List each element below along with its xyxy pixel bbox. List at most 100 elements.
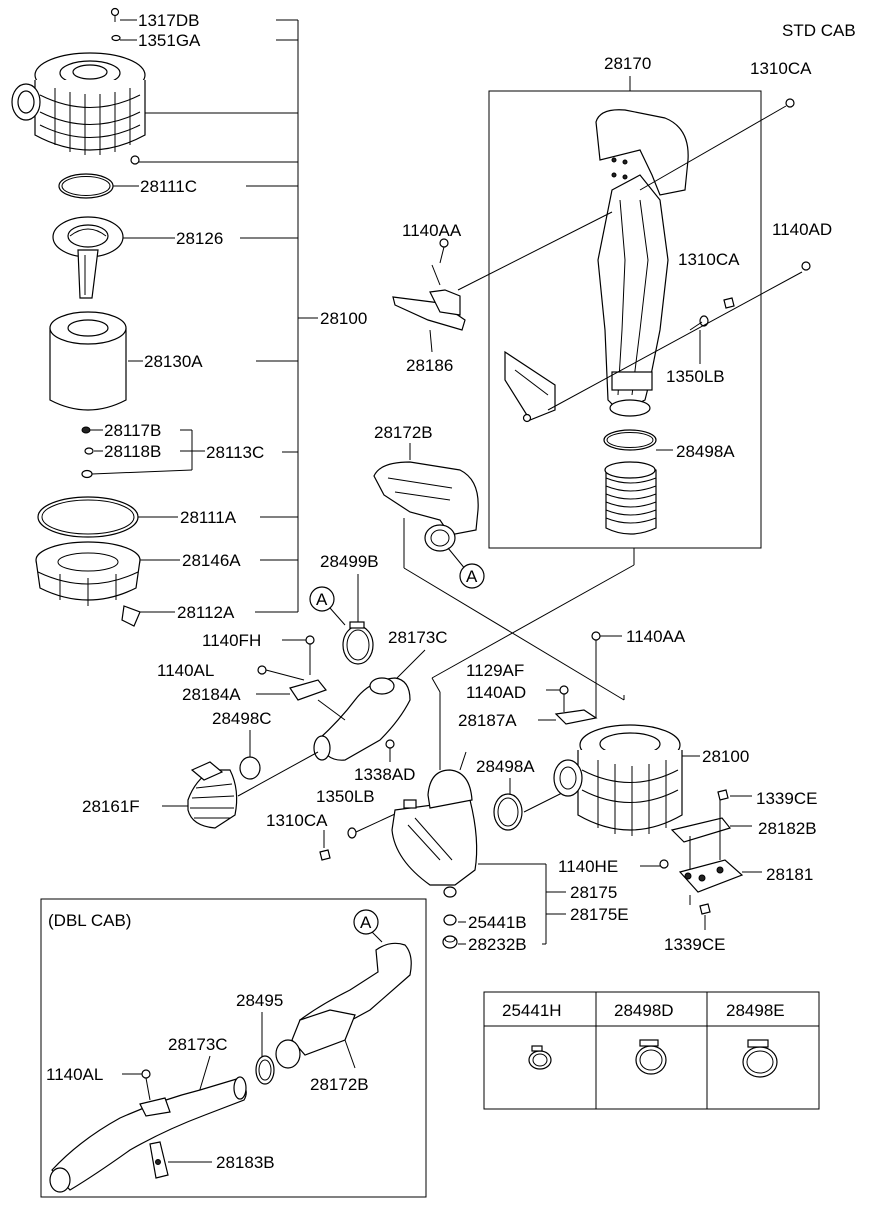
plate-28126-icon (52, 216, 124, 299)
label-28100-main: 28100 (320, 309, 367, 328)
bolt-1140AD-low-icon (559, 685, 569, 695)
label-28175E: 28175E (570, 905, 629, 924)
dbl-cab-box (40, 898, 427, 1198)
label-28100-low: 28100 (702, 747, 749, 766)
label-1339CE-top: 1339CE (756, 789, 817, 808)
label-1310CA-mid: 1310CA (678, 250, 740, 269)
label-28498A-top: 28498A (676, 442, 735, 461)
label-1310CA-top: 1310CA (750, 59, 812, 78)
dbl-pipe-28173C-icon (49, 1076, 247, 1193)
label-1129AF: 1129AF (466, 661, 524, 680)
svg-text:A: A (360, 913, 372, 932)
dbl-clamp-28495-icon (255, 1055, 275, 1085)
clamp-28498A-top-icon (603, 429, 657, 451)
bolt-1140AA-low-icon (591, 631, 601, 718)
label-1317DB: 1317DB (138, 11, 199, 30)
bolt-1140AD-top-icon (801, 261, 811, 271)
air-cleaner-assembly-28100-icon (553, 724, 683, 836)
washer-1350LB-low-icon (347, 827, 357, 839)
label-28498A-low: 28498A (476, 757, 535, 776)
label-1140AD-top: 1140AD (772, 220, 832, 239)
nut-1310CA-low-icon (319, 849, 331, 861)
dbl-label-28495: 28495 (236, 991, 283, 1010)
cap-28232B-icon (442, 935, 458, 949)
label-28117B: 28117B (104, 421, 161, 440)
bracket-28100 (135, 19, 318, 613)
housing-28146A-icon (35, 541, 141, 606)
hose-28173C-icon (313, 677, 411, 761)
label-28175: 28175 (570, 883, 617, 902)
clamp-28498E-icon (742, 1039, 778, 1078)
clamp-28498D-icon (635, 1039, 667, 1075)
dbl-label-28183B: 28183B (216, 1153, 275, 1172)
gasket-28111C-icon (58, 173, 114, 199)
label-1140FH: 1140FH (202, 631, 261, 650)
snorkel-28170-icon (595, 109, 689, 417)
variant-label: STD CAB (782, 21, 856, 40)
nut-28117B-icon (81, 426, 91, 434)
label-28112A: 28112A (177, 603, 235, 622)
nut-1339CE-top-icon (717, 789, 729, 801)
svg-text:A: A (316, 590, 328, 609)
dbl-cab-marker-A: A (353, 909, 379, 935)
duct-28175-icon (391, 769, 478, 898)
svg-text:A: A (466, 567, 478, 586)
label-28111A: 28111A (180, 508, 237, 527)
label-28161F: 28161F (82, 797, 140, 816)
label-28181: 28181 (766, 865, 813, 884)
nut-1310CA-mid-icon (723, 297, 735, 309)
label-1350LB-top: 1350LB (666, 367, 725, 386)
bellows-28161F-icon (187, 761, 238, 829)
label-1140AD-low: 1140AD (466, 683, 526, 702)
bolt-1317DB-icon (110, 7, 120, 22)
bracket-28186-icon (392, 289, 466, 331)
washer-1350LB-top-icon (699, 315, 709, 327)
bolt-1140AA-top-icon (439, 238, 449, 264)
clamp-28498C-icon (239, 756, 261, 780)
gasket-28111A-icon (37, 496, 139, 538)
bolt-1140HE-icon (659, 859, 669, 869)
bracket-lower-icon (504, 350, 556, 423)
label-28184A: 28184A (182, 685, 241, 704)
dbl-label-28173C: 28173C (168, 1035, 228, 1054)
nut-1339CE-low-icon (699, 903, 711, 915)
dbl-label-28172B: 28172B (310, 1075, 369, 1094)
label-1140AL-top: 1140AL (157, 661, 214, 680)
label-1339CE-low: 1339CE (664, 935, 725, 954)
label-1350LB-low: 1350LB (316, 787, 375, 806)
washer-28118B-icon (84, 447, 94, 455)
clamp-25441H-icon (528, 1045, 552, 1070)
label-1351GA: 1351GA (138, 31, 201, 50)
nut-1338AD-icon (385, 739, 395, 749)
label-1140HE: 1140HE (558, 857, 618, 876)
valve-28112A-icon (121, 605, 141, 627)
clamp-25441B-icon (443, 914, 457, 926)
label-1310CA-low: 1310CA (266, 811, 328, 830)
clamp-28499B-icon (342, 621, 374, 665)
label-28113C: 28113C (206, 443, 264, 462)
washer-1351GA-icon (111, 34, 121, 42)
dbl-bolt-1140AL-icon (141, 1069, 151, 1101)
label-28146A: 28146A (182, 551, 241, 570)
elbow-28172B-icon (373, 461, 479, 552)
label-1338AD: 1338AD (354, 765, 415, 784)
snorkel-group-box (488, 90, 762, 549)
dbl-bracket-28183B-icon (149, 1141, 169, 1179)
label-28173C-top: 28173C (388, 628, 448, 647)
dbl-label-1140AL: 1140AL (46, 1065, 103, 1084)
label-28499B: 28499B (320, 552, 379, 571)
label-28111C: 28111C (140, 177, 197, 196)
label-28126: 28126 (176, 229, 223, 248)
dbl-cab-title: (DBL CAB) (48, 911, 131, 930)
filter-element-28130A-icon (49, 311, 127, 411)
bolt-1140FH-icon (305, 635, 315, 675)
marker-A2: A (309, 586, 335, 612)
clamp-table (483, 991, 820, 1110)
dbl-hose-28172B-icon (275, 942, 412, 1069)
label-28182B: 28182B (758, 819, 817, 838)
table-header-2: 28498D (614, 1001, 674, 1020)
label-28118B: 28118B (104, 442, 161, 461)
label-28498C: 28498C (212, 709, 272, 728)
label-28172B-top: 28172B (374, 423, 433, 442)
